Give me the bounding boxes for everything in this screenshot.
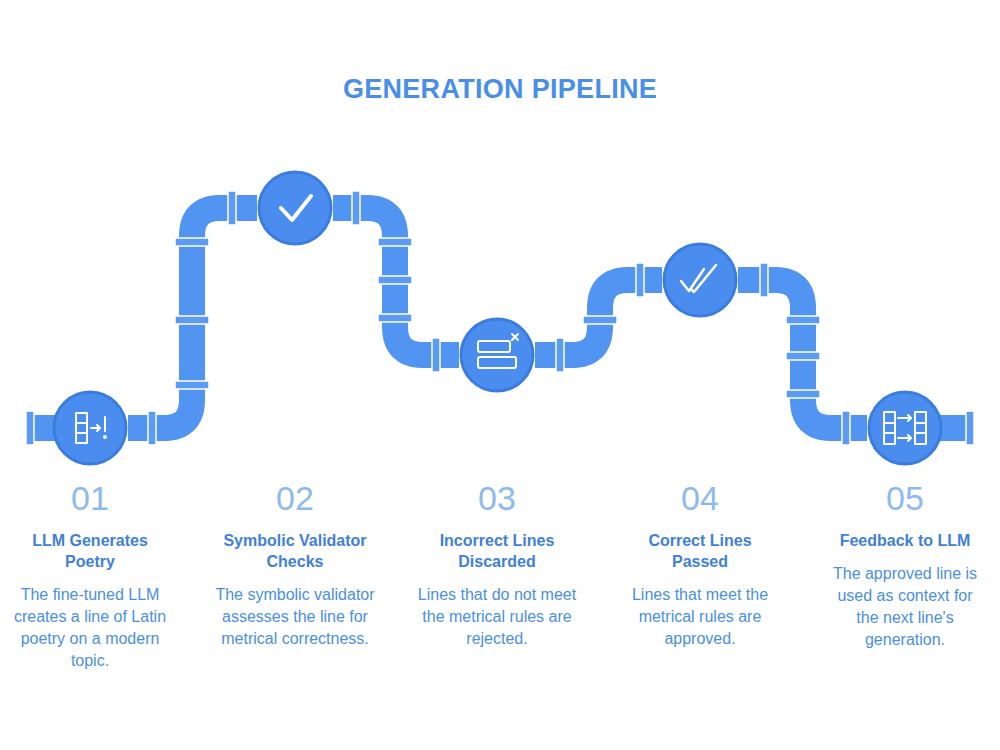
pipe-flange: [175, 316, 209, 324]
node-circle: [54, 392, 126, 464]
process-node: 03Incorrect Lines DiscardedLines that do…: [459, 317, 535, 393]
icon-part: [512, 334, 518, 340]
pipe-flange: [352, 191, 360, 225]
pipe-flange: [556, 338, 564, 372]
pipe-connector: [535, 280, 662, 355]
pipe-flange: [786, 352, 820, 360]
icon-part: [915, 422, 926, 424]
step-heading: Correct Lines Passed: [625, 530, 775, 572]
step-heading: Feedback to LLM: [830, 530, 980, 551]
icon-part: [681, 269, 704, 291]
icon-part: [76, 413, 87, 443]
node-outline: [257, 170, 333, 246]
step-number: 04: [681, 478, 719, 518]
pipe-connector: [738, 280, 867, 428]
pipe-flange: [378, 314, 412, 322]
pipe-flange: [378, 238, 412, 246]
icon-part: [908, 415, 911, 421]
pipe-flange: [786, 390, 820, 398]
step-heading: LLM Generates Poetry: [15, 530, 165, 572]
icon-part: [692, 265, 716, 292]
generate-icon: [76, 413, 106, 443]
step-description: The approved line is used as context for…: [825, 563, 985, 651]
icon-part: [97, 425, 100, 431]
icon-part: [104, 436, 106, 438]
pipe-flange: [148, 411, 156, 445]
step-heading: Symbolic Validator Checks: [220, 530, 370, 572]
pipe-flange: [378, 276, 412, 284]
icon-part: [898, 417, 911, 419]
step-description: Lines that meet the metrical rules are a…: [620, 584, 780, 650]
pipe-stub: [28, 415, 56, 441]
process-node: 02Symbolic Validator ChecksThe symbolic …: [257, 170, 333, 246]
step-description: The fine-tuned LLM creates a line of Lat…: [10, 584, 170, 672]
icon-part: [915, 412, 926, 444]
node-circle: [869, 392, 941, 464]
pipe-flange: [175, 381, 209, 389]
node-circle: [461, 319, 533, 391]
pipe-flange: [432, 338, 440, 372]
icon-part: [478, 357, 516, 368]
pipe-flange: [583, 316, 617, 324]
process-node: 04Correct Lines PassedLines that meet th…: [662, 242, 738, 318]
text-column: 03Incorrect Lines DiscardedLines that do…: [407, 478, 587, 650]
check-icon: [281, 196, 311, 220]
icon-part: [281, 196, 311, 220]
node-outline: [867, 390, 943, 466]
icon-part: [478, 341, 510, 352]
node-outline: [662, 242, 738, 318]
pipe-flange: [228, 191, 236, 225]
text-column: 04Correct Lines PassedLines that meet th…: [610, 478, 790, 650]
text-column: 01LLM Generates PoetryThe fine-tuned LLM…: [0, 478, 180, 672]
pipe-connector: [128, 208, 257, 428]
icon-part: [898, 437, 911, 439]
icon-part: [884, 412, 895, 444]
step-description: Lines that do not meet the metrical rule…: [417, 584, 577, 650]
pipe-flange: [636, 263, 644, 297]
diagram-title: GENERATION PIPELINE: [0, 74, 1000, 105]
node-outline: [459, 317, 535, 393]
icon-part: [76, 422, 87, 424]
pipe-flange: [786, 316, 820, 324]
icon-part: [76, 432, 87, 434]
process-node: 01LLM Generates PoetryThe fine-tuned LLM…: [52, 390, 128, 466]
node-outline: [52, 390, 128, 466]
icon-part: [91, 427, 100, 429]
step-number: 05: [886, 478, 924, 518]
process-node: 05Feedback to LLMThe approved line is us…: [867, 390, 943, 466]
icon-part: [915, 432, 926, 434]
icon-part: [884, 422, 895, 424]
discard-icon: [478, 334, 518, 368]
pipe-flange: [175, 238, 209, 246]
text-column: 02Symbolic Validator ChecksThe symbolic …: [205, 478, 385, 650]
pipe-stub: [940, 415, 972, 441]
node-circle: [259, 172, 331, 244]
text-column: 05Feedback to LLM The approved line is us…: [815, 478, 995, 651]
step-number: 01: [71, 478, 109, 518]
icon-part: [884, 432, 895, 434]
step-number: 03: [478, 478, 516, 518]
pipe-flange: [842, 411, 850, 445]
pipe-connector: [333, 208, 459, 355]
icon-part: [512, 334, 518, 340]
pipe-flange: [966, 411, 974, 445]
feedback-icon: [884, 412, 926, 444]
node-circle: [664, 244, 736, 316]
step-heading: Incorrect Lines Discarded: [422, 530, 572, 572]
double-check-icon: [681, 265, 716, 292]
step-description: The symbolic validator assesses the line…: [215, 584, 375, 650]
pipe-flange: [26, 411, 34, 445]
step-number: 02: [276, 478, 314, 518]
icon-part: [908, 435, 911, 441]
icon-part: [104, 417, 106, 431]
pipe-flange: [760, 263, 768, 297]
